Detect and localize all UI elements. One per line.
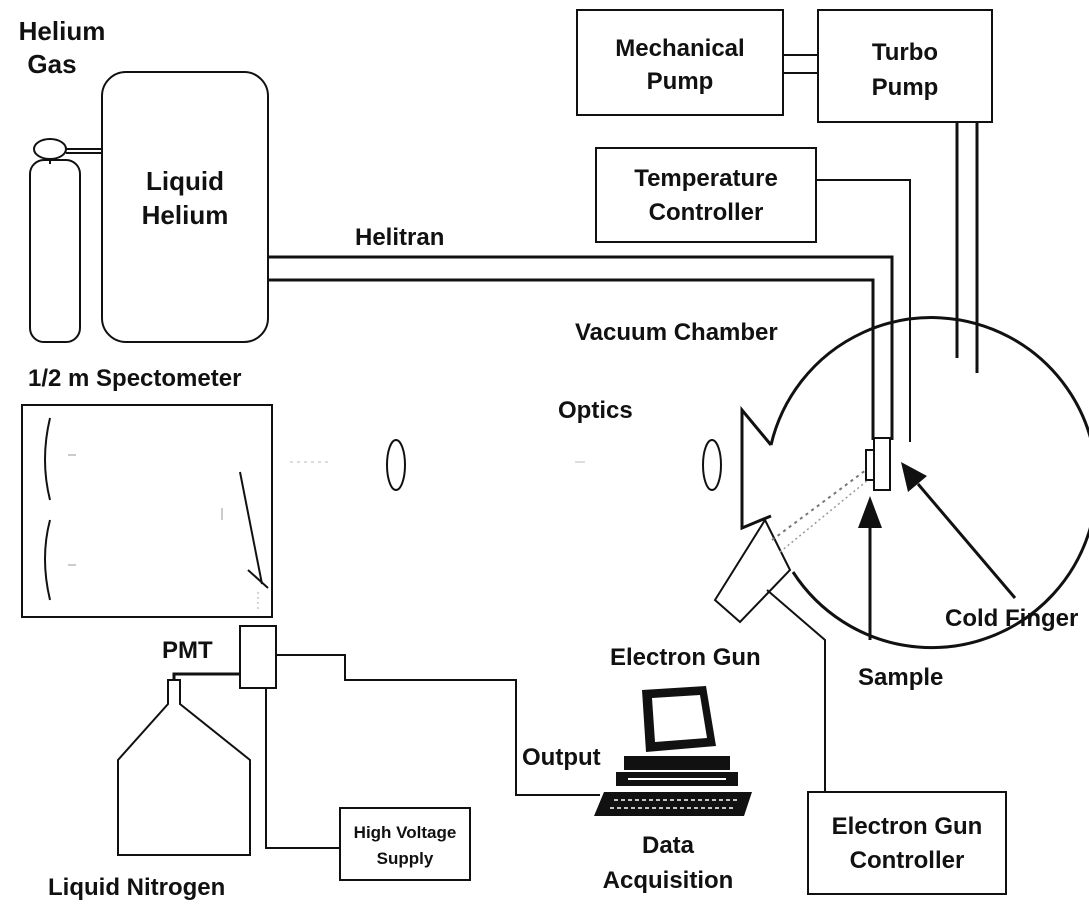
helium-gas-cylinder	[29, 138, 104, 343]
electron-gun-controller-label-line1: Electron Gun	[832, 813, 983, 840]
temperature-controller-box	[595, 147, 817, 243]
liquid-nitrogen-bottle	[117, 672, 251, 856]
data-acquisition-label-line2: Acquisition	[603, 867, 734, 894]
output-signal-cable	[276, 654, 600, 796]
high-voltage-supply-box	[339, 807, 471, 881]
high-voltage-supply-label-line2: Supply	[377, 849, 434, 868]
mechanical-pump-box	[576, 9, 784, 116]
temperature-controller-label-line1: Temperature	[634, 165, 778, 192]
spectrometer-box	[21, 404, 273, 618]
liquid-helium-label-line2: Helium	[142, 200, 229, 230]
cold-finger-label: Cold Finger	[945, 605, 1078, 632]
electron-gun	[713, 469, 869, 624]
pmt-label: PMT	[162, 637, 213, 664]
mechanical-pump-label-line2: Pump	[647, 68, 714, 95]
pmt-box	[239, 625, 277, 689]
temperature-sensor-wire	[816, 179, 911, 442]
liquid-helium-label-line1: Liquid	[146, 166, 224, 196]
electron-gun-controller-label-line2: Controller	[850, 847, 965, 874]
helitran-label: Helitran	[355, 224, 444, 251]
turbo-pump-label-line1: Turbo	[872, 39, 938, 66]
turbo-pump-label-line2: Pump	[872, 74, 939, 101]
electron-gun-cable	[766, 589, 826, 792]
high-voltage-cable	[265, 688, 340, 849]
cold-finger-arrow	[901, 462, 1017, 599]
vacuum-chamber-label: Vacuum Chamber	[575, 319, 778, 346]
electron-gun-label: Electron Gun	[610, 644, 761, 671]
spectrometer-mirrors	[44, 417, 269, 612]
computer-icon	[594, 686, 752, 816]
spectrometer-label: 1/2 m Spectometer	[28, 365, 241, 392]
liquid-helium-dewar	[101, 71, 269, 343]
turbo-pump-box	[817, 9, 993, 123]
vacuum-chamber	[740, 316, 1089, 649]
data-acquisition-label-line1: Data	[642, 832, 695, 859]
temperature-controller-label-line2: Controller	[649, 199, 764, 226]
helitran-transfer-line	[268, 255, 894, 440]
sample-arrow	[858, 496, 882, 640]
sample	[865, 449, 875, 481]
pump-connector	[783, 54, 818, 74]
helium-gas-label-line1: Helium	[19, 16, 106, 46]
optics-lenses	[290, 439, 722, 491]
cold-finger	[873, 437, 891, 491]
sample-label: Sample	[858, 664, 943, 691]
electron-gun-controller-box	[807, 791, 1007, 895]
output-label: Output	[522, 744, 601, 771]
liquid-nitrogen-label: Liquid Nitrogen	[48, 874, 225, 901]
helium-gas-label-line2: Gas	[27, 49, 76, 79]
mechanical-pump-label-line1: Mechanical	[615, 35, 744, 62]
high-voltage-supply-label-line1: High Voltage	[354, 823, 457, 842]
turbo-pump-vacuum-line	[955, 122, 979, 373]
optics-label: Optics	[558, 397, 633, 424]
